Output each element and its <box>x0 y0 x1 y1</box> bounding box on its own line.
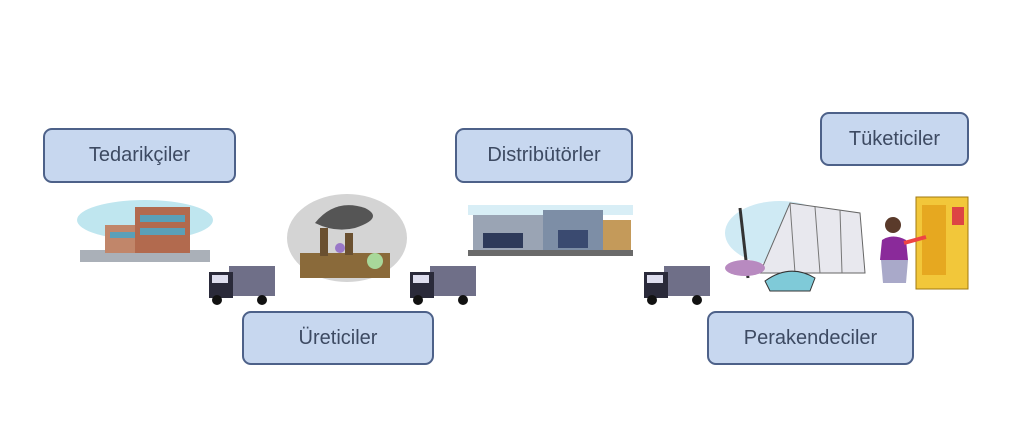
consumers-label: Tüketiciler <box>820 112 969 166</box>
supplier-building-icon <box>77 200 213 262</box>
truck-icon <box>209 266 275 305</box>
retailers-label: Perakendeciler <box>707 311 914 365</box>
truck-icon <box>410 266 476 305</box>
distributor-warehouse-icon <box>468 205 633 256</box>
factory-icon <box>287 194 407 282</box>
consumer-icon <box>880 196 969 290</box>
distributors-label: Distribütörler <box>455 128 633 183</box>
retail-mall-icon <box>725 201 866 292</box>
manufacturers-label: Üreticiler <box>242 311 434 365</box>
truck-icon <box>644 266 710 305</box>
suppliers-label: Tedarikçiler <box>43 128 236 183</box>
